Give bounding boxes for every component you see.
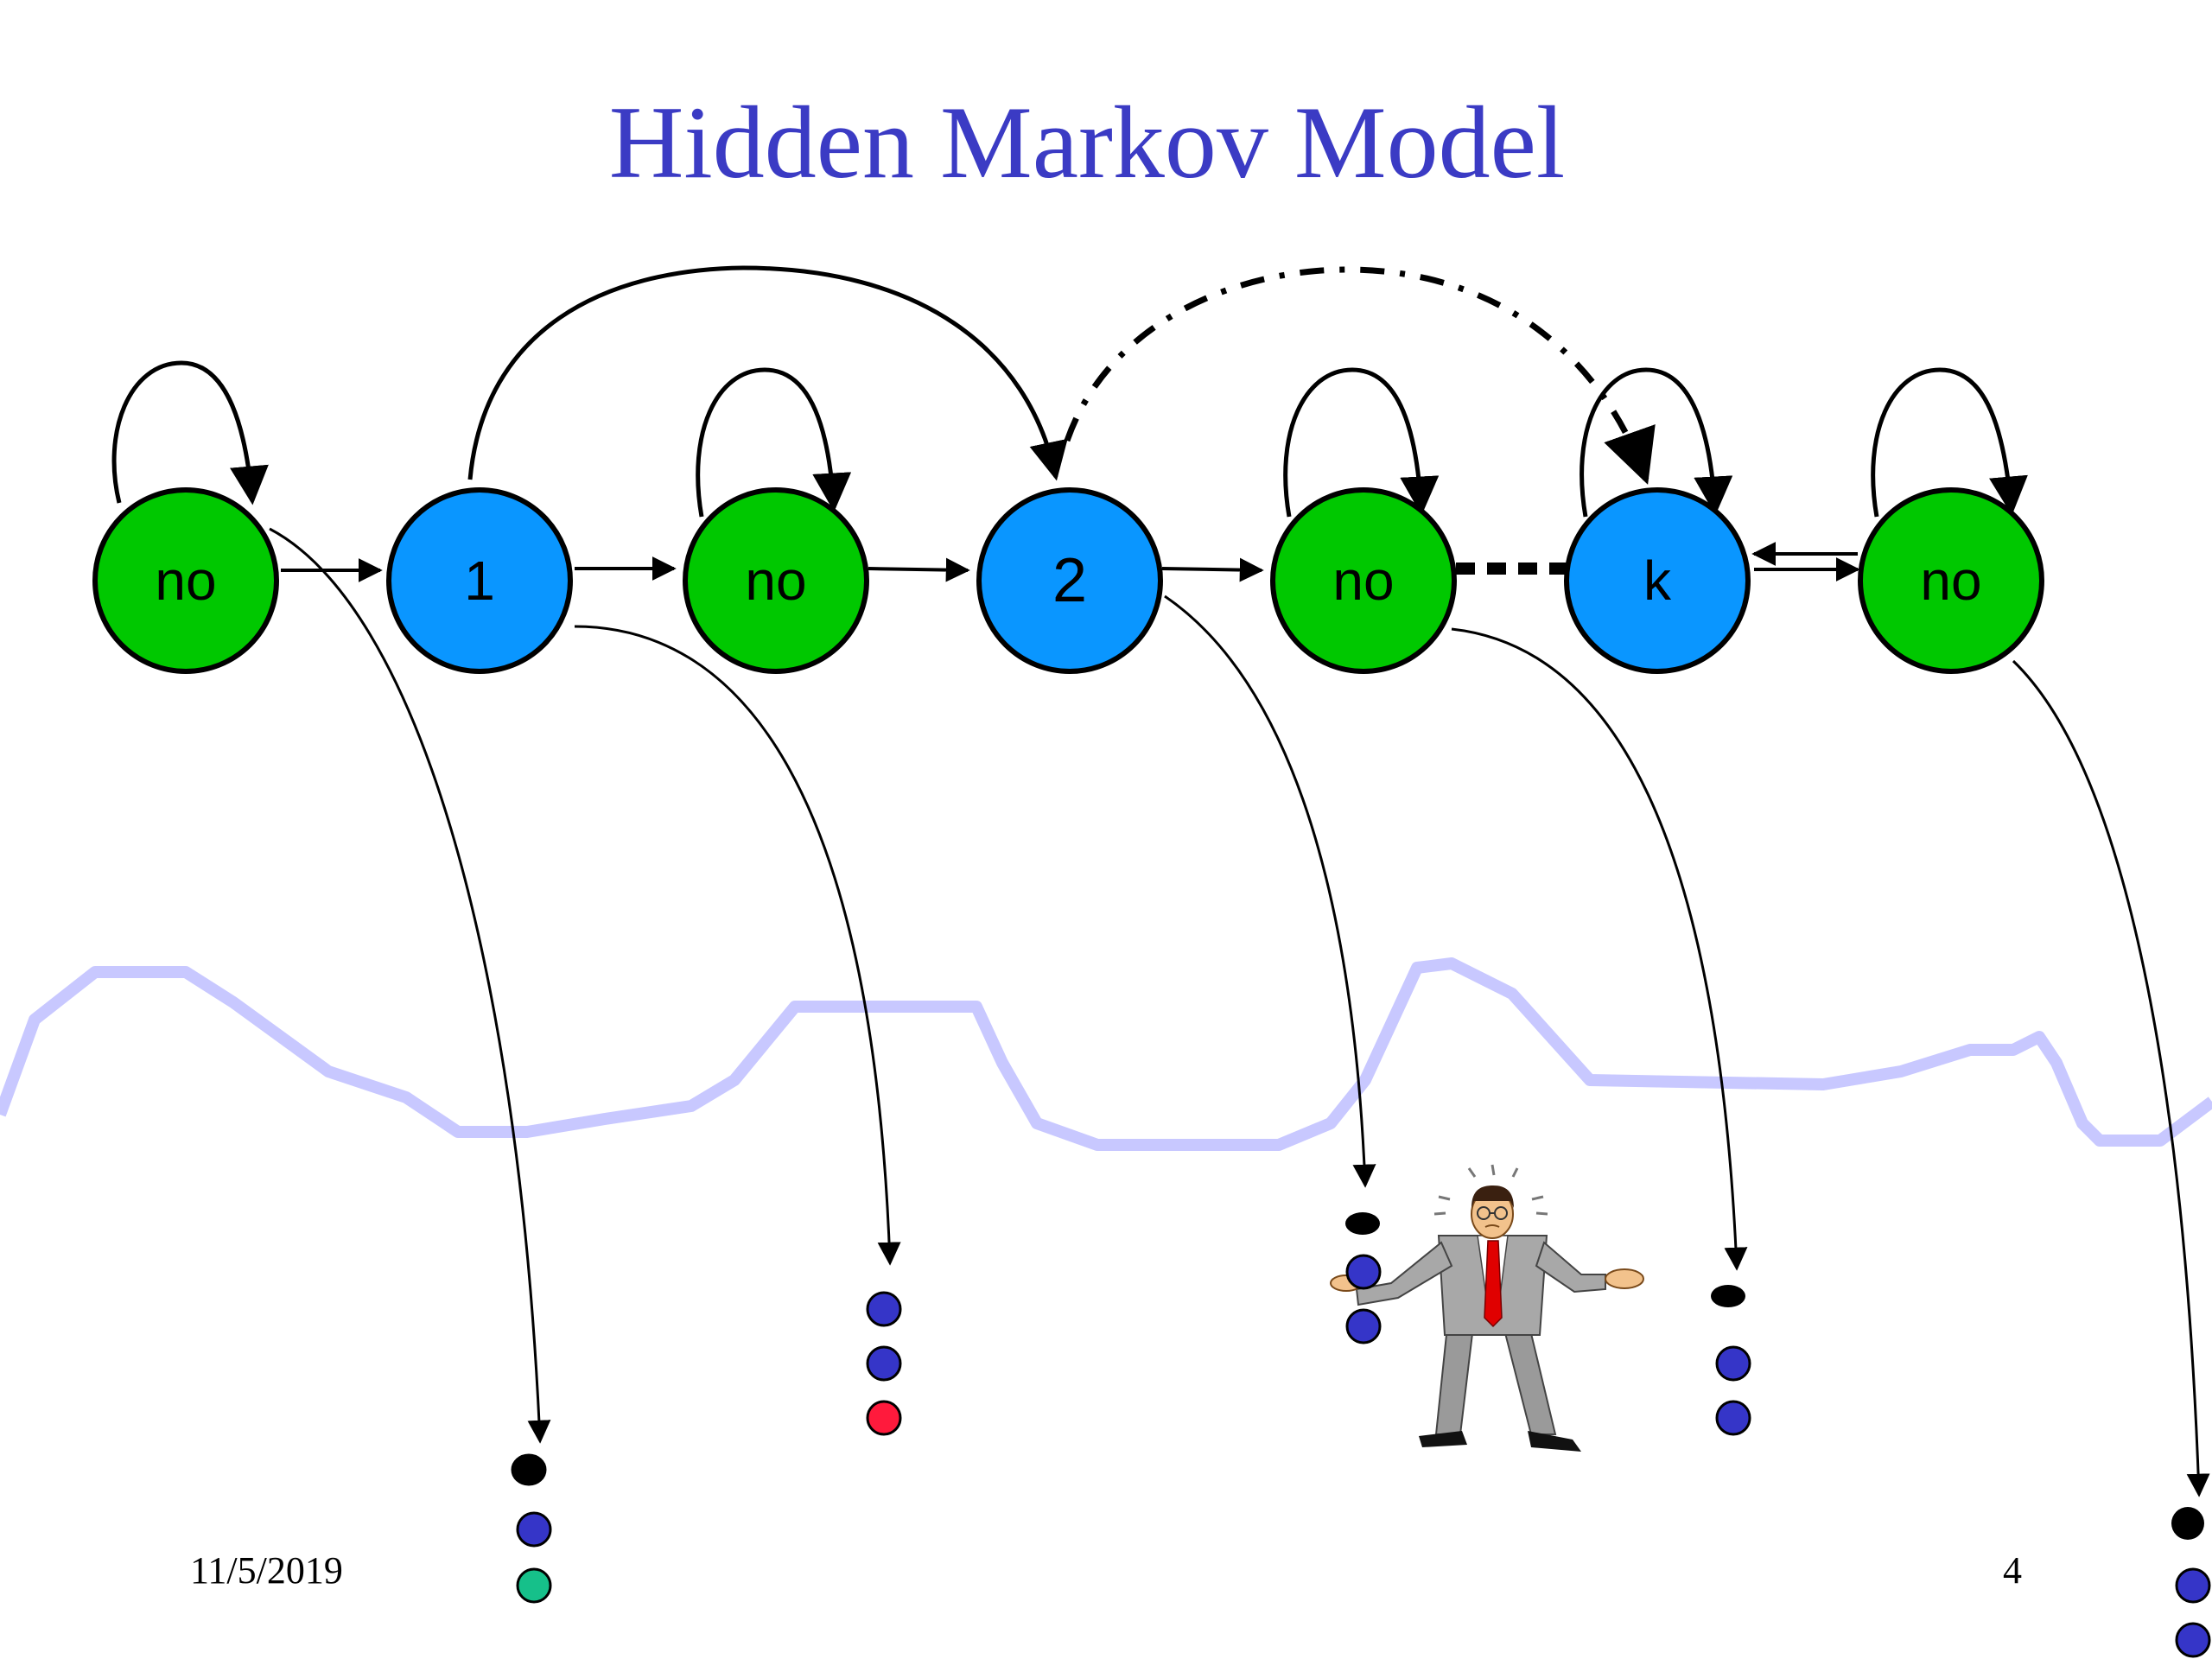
self-loop-no-4 <box>1871 367 2028 518</box>
state-node: no <box>1270 487 1457 674</box>
state-label: no <box>1920 550 1981 612</box>
slide-title: Hidden Markov Model <box>609 85 1565 200</box>
self-loop-k <box>1580 367 1733 518</box>
observation-teal <box>516 1567 552 1604</box>
observation-blue <box>1715 1400 1751 1436</box>
observation-blue <box>516 1511 552 1548</box>
observation-column <box>511 1453 552 1604</box>
state-circle <box>1858 487 2044 674</box>
state-circle <box>1270 487 1457 674</box>
slide-page-number: 4 <box>2003 1549 2022 1592</box>
state-node: k <box>1564 487 1751 674</box>
transition-arc-1-to-2 <box>467 265 1068 481</box>
state-label: k <box>1643 550 1672 612</box>
self-loop-no-2 <box>696 367 852 518</box>
emission-arrow-no-4 <box>2012 659 2210 1497</box>
confused-man-icon <box>1330 1164 1644 1452</box>
state-node: 2 <box>976 487 1163 674</box>
observation-black <box>1345 1212 1380 1235</box>
observation-column <box>1711 1285 1751 1436</box>
state-label: 1 <box>464 550 495 612</box>
state-node: no <box>683 487 869 674</box>
observation-black <box>2171 1507 2204 1540</box>
state-label: no <box>155 550 216 612</box>
self-loop-no-1 <box>111 360 269 505</box>
state-label: no <box>745 550 806 612</box>
state-label: no <box>1332 550 1394 612</box>
observation-column <box>2171 1507 2211 1658</box>
state-circle <box>1564 487 1751 674</box>
slide-date: 11/5/2019 <box>190 1549 343 1592</box>
observation-blue <box>1345 1254 1382 1290</box>
emission-arrow-2 <box>1164 594 1376 1188</box>
observation-black <box>1711 1285 1745 1307</box>
observation-blue <box>1345 1308 1382 1344</box>
observation-blue <box>866 1345 902 1382</box>
signal-wave <box>0 957 2212 1151</box>
state-node: 1 <box>386 487 573 674</box>
observation-blue <box>866 1291 902 1327</box>
state-node: no <box>92 487 279 674</box>
transition-2-to-no <box>1161 557 1264 582</box>
observation-column <box>866 1291 902 1436</box>
observation-column <box>1345 1212 1382 1344</box>
observation-red <box>866 1400 902 1436</box>
state-circle <box>386 487 573 674</box>
state-circle <box>683 487 869 674</box>
emission-arrow-no-3 <box>1451 627 1748 1271</box>
state-circle <box>976 487 1163 674</box>
state-label: 2 <box>1052 546 1087 615</box>
state-node: no <box>1858 487 2044 674</box>
observation-blue <box>2175 1622 2211 1658</box>
state-circle <box>92 487 279 674</box>
observation-blue <box>2175 1567 2211 1604</box>
transition-arc-2-to-k <box>1064 266 1656 485</box>
self-loop-no-3 <box>1283 367 1440 518</box>
transition-no-to-2 <box>868 557 970 582</box>
emission-arrow-1 <box>574 625 901 1266</box>
observation-black <box>511 1453 547 1486</box>
emission-arrow-no-1 <box>269 527 551 1444</box>
observation-blue <box>1715 1345 1751 1382</box>
